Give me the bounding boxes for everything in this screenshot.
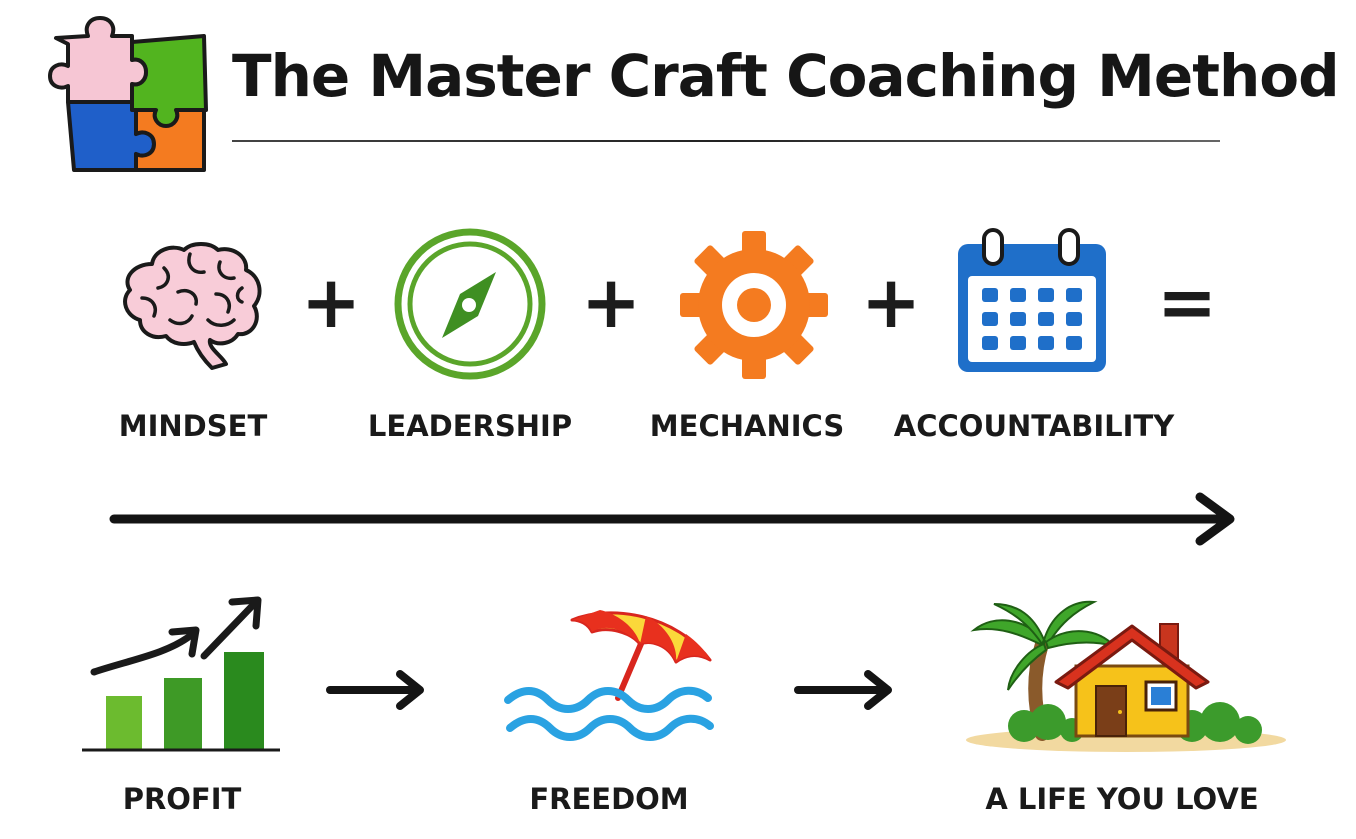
progress-arrow	[108, 490, 1244, 550]
plus-operator-2: +	[580, 260, 642, 344]
brain-icon	[112, 236, 270, 372]
outcome-label-freedom: FREEDOM	[529, 782, 689, 816]
pillar-label-mechanics: MECHANICS	[649, 409, 845, 443]
page-title: The Master Craft Coaching Method	[232, 42, 1340, 110]
pillar-label-mindset: MINDSET	[118, 409, 268, 443]
pillar-label-leadership: LEADERSHIP	[367, 409, 573, 443]
outcome-label-life: A LIFE YOU LOVE	[985, 782, 1259, 816]
arrow-profit-to-freedom	[324, 670, 428, 710]
plus-operator-1: +	[300, 260, 362, 344]
gear-icon	[676, 230, 832, 380]
calendar-icon	[954, 226, 1110, 376]
plus-operator-3: +	[860, 260, 922, 344]
arrow-freedom-to-life	[792, 670, 896, 710]
title-underline	[232, 140, 1220, 142]
compass-icon	[392, 226, 548, 382]
house-palm-tree-icon	[964, 590, 1288, 756]
beach-umbrella-icon	[500, 600, 716, 750]
outcome-label-profit: PROFIT	[122, 782, 242, 816]
puzzle-logo-icon	[28, 14, 220, 176]
pillar-label-accountability: ACCOUNTABILITY	[893, 409, 1175, 443]
equals-operator: =	[1156, 260, 1218, 344]
growth-chart-icon	[80, 592, 284, 754]
